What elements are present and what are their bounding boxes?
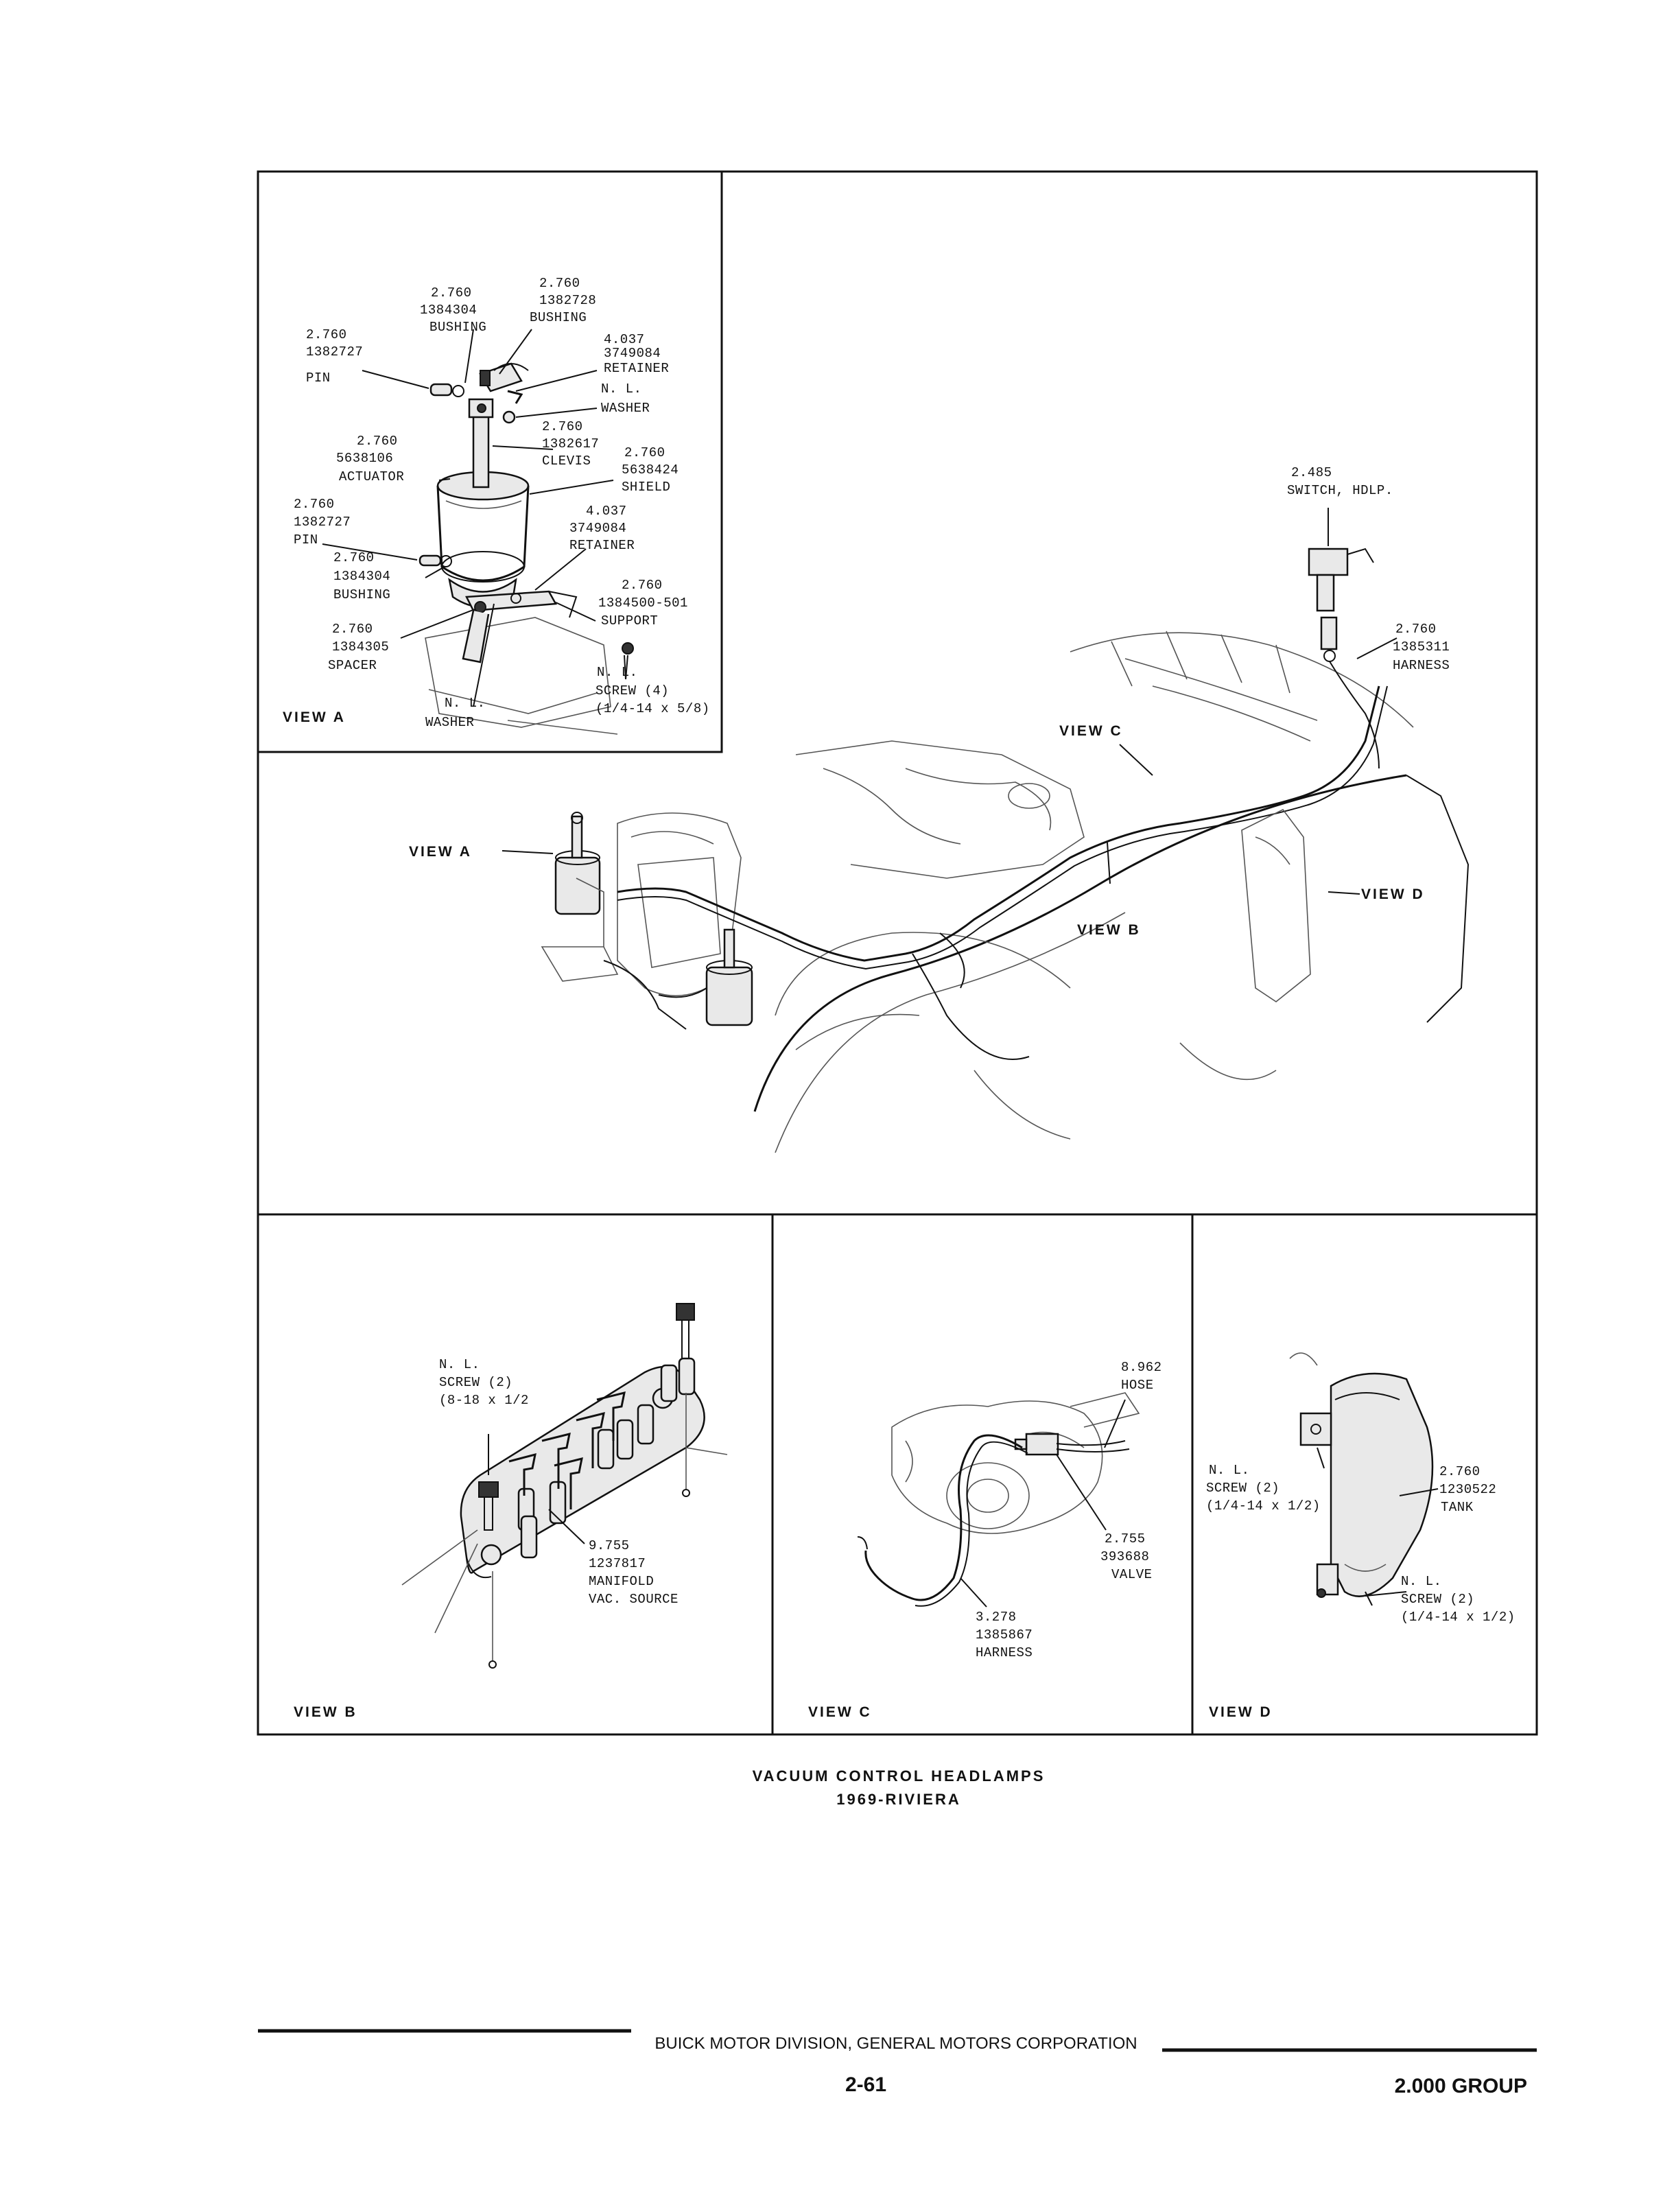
main-callout-harness: 2.760 1385311 HARNESS bbox=[1393, 622, 1458, 673]
footer-page-number: 2-61 bbox=[845, 2073, 886, 2096]
view-d-callout-screw1: N. L. SCREW (2) (1/4-14 x 1/2) bbox=[1206, 1463, 1321, 1514]
view-c-panel: 8.962 HOSE 2.755 393688 VALVE 3.278 1385… bbox=[808, 1360, 1170, 1720]
main-view-d-ref: VIEW D bbox=[1361, 886, 1425, 902]
view-a-callout-bushing-2: 2.760 1382728 BUSHING bbox=[530, 276, 604, 325]
view-a-callout-actuator: 2.760 5638106 ACTUATOR bbox=[336, 434, 405, 484]
footer-division: BUICK MOTOR DIVISION, GENERAL MOTORS COR… bbox=[654, 2034, 1137, 2053]
view-a-callout-support: 2.760 1384500-501 SUPPORT bbox=[598, 578, 696, 628]
lower-actuator bbox=[705, 928, 753, 1026]
view-d-leader-screw2 bbox=[1365, 1591, 1407, 1597]
view-d-callout-screw2: N. L. SCREW (2) (1/4-14 x 1/2) bbox=[1401, 1574, 1515, 1625]
view-d-leader-tank bbox=[1399, 1488, 1439, 1496]
footer-group: 2.000 GROUP bbox=[1395, 2075, 1527, 2097]
view-a-callout-washer-1: N. L. WASHER bbox=[601, 381, 650, 416]
left-actuator bbox=[554, 812, 601, 915]
view-a-callout-spacer: 2.760 1384305 SPACER bbox=[328, 622, 397, 673]
view-a-callout-clevis: 2.760 1382617 CLEVIS bbox=[542, 419, 607, 469]
main-view-b-ref: VIEW B bbox=[1077, 922, 1141, 938]
main-callout-switch: 2.485 SWITCH, HDLP. bbox=[1287, 465, 1393, 498]
view-d-label: VIEW D bbox=[1209, 1704, 1273, 1720]
figure-caption-title: VACUUM CONTROL HEADLAMPS bbox=[753, 1767, 1046, 1785]
manifold-vacuum-source bbox=[401, 1303, 728, 1669]
view-c-label: VIEW C bbox=[808, 1704, 872, 1720]
view-a-callout-retainer-2: 4.037 3749084 RETAINER bbox=[569, 504, 635, 553]
main-assembly-illustration bbox=[541, 548, 1470, 1153]
view-d-leader-screw1 bbox=[1317, 1447, 1325, 1469]
view-d-panel: N. L. SCREW (2) (1/4-14 x 1/2) 2.760 123… bbox=[1206, 1352, 1515, 1720]
view-a-callout-screw: N. L. SCREW (4) (1/4-14 x 5/8) bbox=[595, 665, 710, 716]
view-a-callout-retainer-1: 4.037 3749084 RETAINER bbox=[604, 332, 669, 376]
main-view-a-ref: VIEW A bbox=[409, 844, 472, 860]
view-a-panel: 2.760 1384304 BUSHING 2.760 1382728 BUSH… bbox=[283, 276, 710, 735]
view-b-label: VIEW B bbox=[294, 1704, 357, 1720]
view-c-leader-valve bbox=[1056, 1454, 1107, 1531]
view-a-callout-bushing-1: 2.760 1384304 BUSHING bbox=[420, 285, 486, 335]
view-a-callout-pin-2: 2.760 1382727 PIN bbox=[294, 497, 359, 548]
actuator-illustration bbox=[418, 362, 634, 735]
view-c-callout-valve: 2.755 393688 VALVE bbox=[1100, 1531, 1157, 1582]
view-b-leader-source bbox=[548, 1509, 585, 1544]
headlamp-switch bbox=[1308, 548, 1374, 662]
view-a-callout-shield: 2.760 5638424 SHIELD bbox=[622, 445, 687, 495]
main-leaders bbox=[502, 508, 1397, 895]
view-a-callout-washer-2: N. L. WASHER bbox=[425, 696, 493, 730]
view-a-callout-bushing-3: 2.760 1384304 BUSHING bbox=[333, 550, 399, 602]
view-c-callout-harness: 3.278 1385867 HARNESS bbox=[976, 1610, 1041, 1660]
figure-frames bbox=[257, 170, 1538, 1736]
view-b-callout-screw: N. L. SCREW (2) (8-18 x 1/2 bbox=[439, 1357, 529, 1408]
main-view-c-ref: VIEW C bbox=[1059, 723, 1123, 739]
view-c-leader-harness bbox=[960, 1577, 987, 1608]
view-a-label: VIEW A bbox=[283, 709, 346, 725]
view-c-leader-hose bbox=[1104, 1399, 1126, 1448]
view-b-callout-source: 9.755 1237817 MANIFOLD VAC. SOURCE bbox=[589, 1538, 679, 1607]
view-c-engine-illustration bbox=[857, 1392, 1140, 1607]
view-d-callout-tank: 2.760 1230522 TANK bbox=[1439, 1464, 1505, 1515]
view-c-callout-hose: 8.962 HOSE bbox=[1121, 1360, 1170, 1393]
view-b-panel: N. L. SCREW (2) (8-18 x 1/2 9.755 123781… bbox=[294, 1303, 728, 1720]
view-a-callout-pin-1: 2.760 1382727 PIN bbox=[306, 327, 371, 386]
view-a-leaders bbox=[322, 329, 628, 707]
vacuum-tank bbox=[1289, 1352, 1434, 1606]
figure-caption-subtitle: 1969-RIVIERA bbox=[836, 1791, 961, 1808]
